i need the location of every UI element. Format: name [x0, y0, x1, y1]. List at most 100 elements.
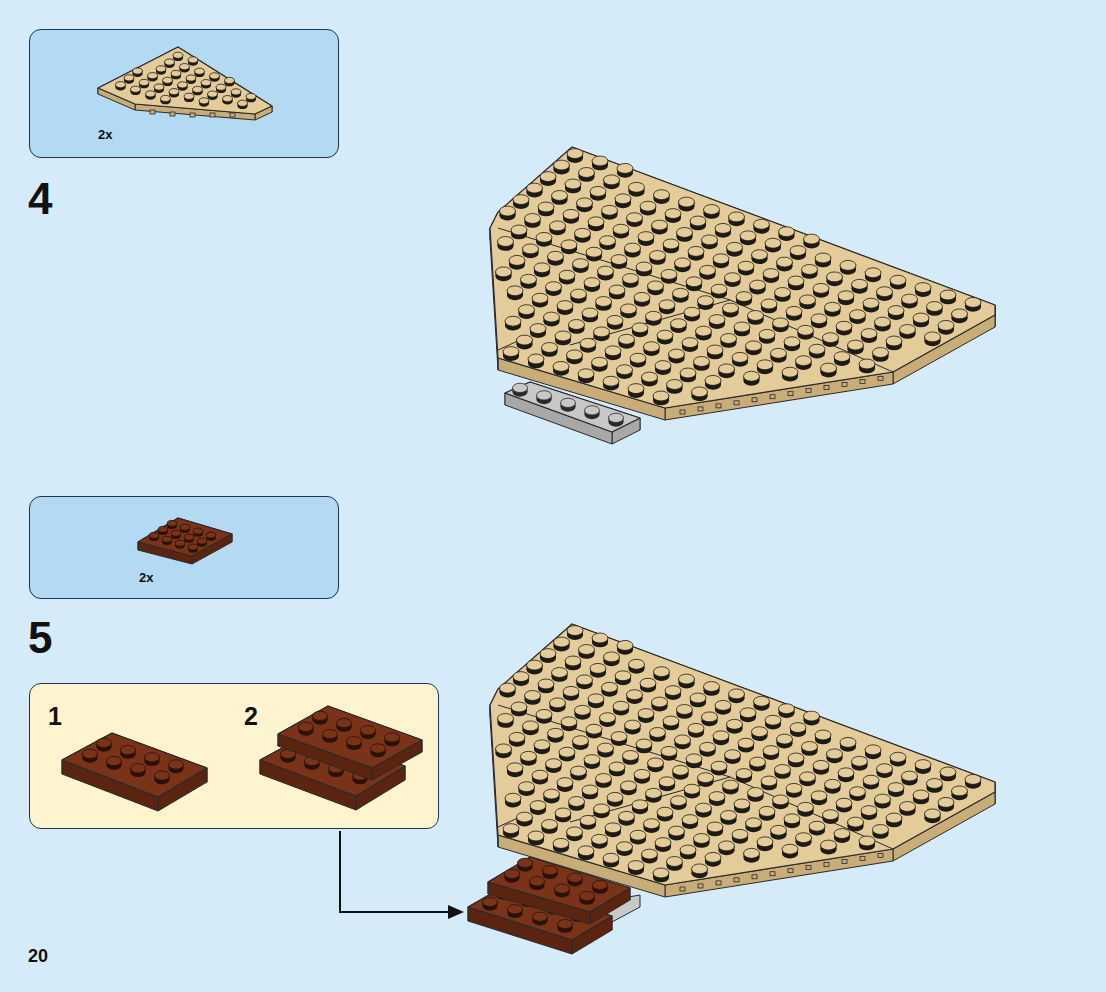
- stud: [573, 736, 589, 750]
- stud: [133, 68, 143, 77]
- stud: [838, 768, 854, 782]
- stud: [673, 288, 689, 302]
- stud: [149, 532, 159, 541]
- stud: [873, 348, 889, 362]
- stud: [561, 717, 577, 731]
- stud: [700, 265, 716, 279]
- stud: [124, 75, 134, 84]
- stud: [199, 98, 209, 107]
- stud: [723, 780, 739, 794]
- stud: [518, 858, 533, 871]
- stud: [596, 774, 612, 788]
- stud: [530, 801, 546, 815]
- stud: [530, 324, 546, 338]
- stud: [940, 290, 956, 304]
- stud: [523, 244, 539, 258]
- stud: [750, 280, 766, 294]
- stud: [802, 742, 818, 756]
- plate-nib: [860, 379, 865, 383]
- stud: [688, 723, 704, 737]
- stud: [594, 804, 610, 818]
- stud: [173, 52, 183, 61]
- plate-nib: [680, 410, 685, 414]
- stud: [653, 868, 669, 882]
- stud: [617, 365, 633, 379]
- stud: [790, 246, 806, 260]
- stud: [644, 819, 660, 833]
- stud: [736, 292, 752, 306]
- plate-nib: [752, 875, 757, 879]
- stud: [790, 723, 806, 737]
- stud: [171, 530, 181, 539]
- stud: [759, 806, 775, 820]
- stud: [684, 307, 700, 321]
- stud: [804, 711, 820, 725]
- stud: [525, 691, 541, 705]
- stud: [746, 818, 762, 832]
- stud: [208, 91, 218, 100]
- stud: [623, 751, 639, 765]
- stud: [661, 746, 677, 760]
- stud: [746, 341, 762, 355]
- stud: [915, 760, 931, 774]
- stud: [577, 198, 593, 212]
- stud: [538, 202, 554, 216]
- stud: [623, 274, 639, 288]
- stud: [640, 201, 656, 215]
- stud: [592, 633, 608, 647]
- stud: [621, 781, 637, 795]
- stud: [555, 808, 571, 822]
- stud: [503, 347, 519, 361]
- stud: [775, 288, 791, 302]
- stud: [527, 660, 543, 674]
- stud: [573, 259, 589, 273]
- stud: [863, 775, 879, 789]
- stud: [848, 340, 864, 354]
- stud: [188, 544, 198, 553]
- stud: [913, 313, 929, 327]
- stud: [554, 637, 570, 651]
- stud: [139, 79, 149, 88]
- stud: [161, 95, 171, 104]
- stud: [171, 70, 181, 79]
- stud: [827, 272, 843, 286]
- stud: [784, 337, 800, 351]
- stud: [508, 905, 523, 918]
- stud: [525, 214, 541, 228]
- stud: [796, 833, 812, 847]
- stud: [550, 698, 566, 712]
- quantity-label: 2x: [98, 128, 112, 141]
- stud: [638, 709, 654, 723]
- stud: [605, 823, 621, 837]
- stud: [513, 195, 529, 209]
- stud: [725, 750, 741, 764]
- stud: [740, 708, 756, 722]
- stud: [503, 824, 519, 838]
- stud: [927, 302, 943, 316]
- stud: [216, 84, 226, 93]
- stud: [619, 334, 635, 348]
- stud: [715, 700, 731, 714]
- stud: [188, 57, 198, 66]
- stud: [705, 852, 721, 866]
- box-ground: [29, 29, 339, 158]
- stud: [568, 873, 583, 886]
- stud: [575, 228, 591, 242]
- stud: [852, 756, 868, 770]
- stud: [528, 831, 544, 845]
- stud: [361, 726, 376, 739]
- stud: [663, 716, 679, 730]
- stud: [563, 209, 579, 223]
- plate-nib: [716, 404, 721, 408]
- stud: [175, 540, 185, 549]
- box-ground: [29, 683, 439, 829]
- stud: [719, 364, 735, 378]
- stud: [579, 645, 595, 659]
- stud: [536, 709, 552, 723]
- stud: [675, 735, 691, 749]
- stud: [652, 220, 668, 234]
- stud: [496, 744, 512, 758]
- stud: [680, 845, 696, 859]
- stud: [825, 302, 841, 316]
- stud: [347, 737, 362, 750]
